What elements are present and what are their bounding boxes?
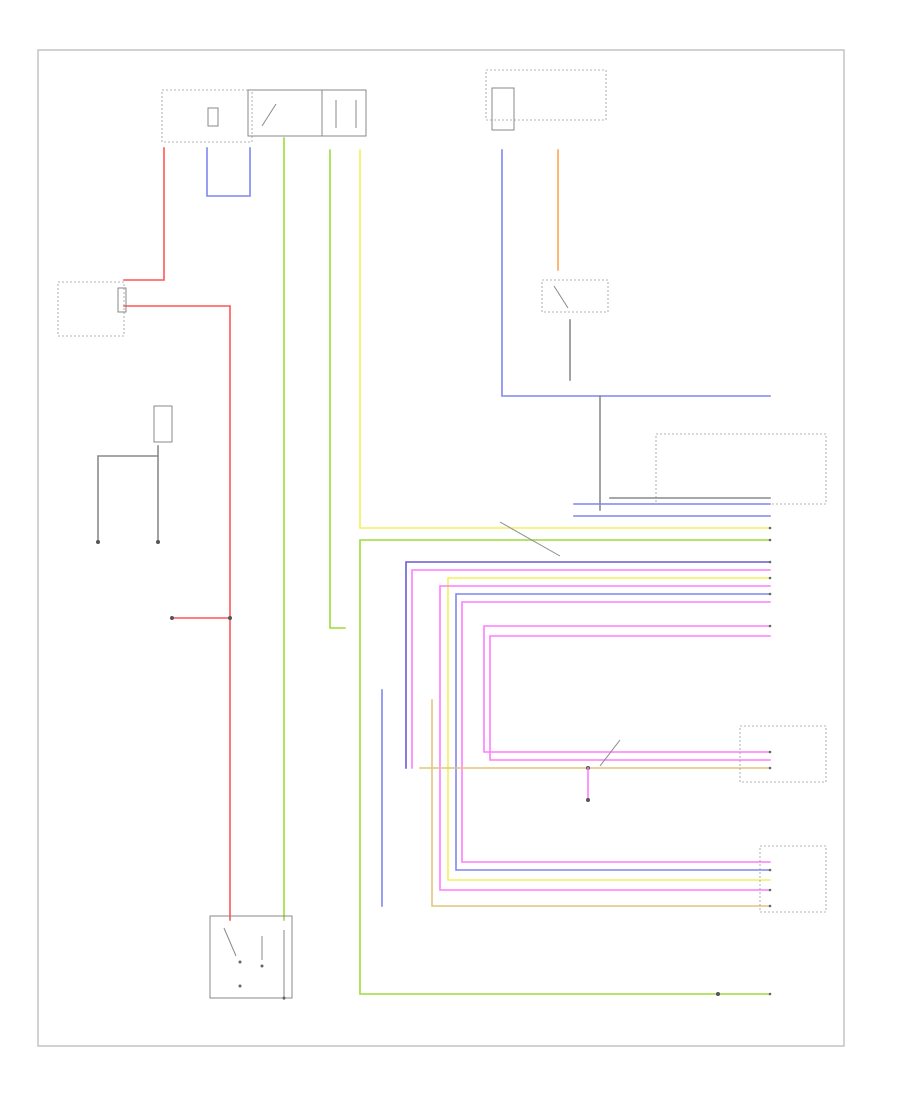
pin-marker <box>768 904 772 908</box>
wire-green-relay-coil <box>329 149 346 629</box>
pin-marker <box>768 576 772 580</box>
case-ground-connector-outline <box>759 845 827 913</box>
relay-coil <box>335 100 357 128</box>
wire-yellow-relay-control <box>359 149 771 529</box>
input-shaft-speed-sensor-outline <box>739 725 827 783</box>
ground-dot-left <box>96 540 100 544</box>
pin-marker <box>768 766 772 770</box>
interior-fuse-block-outline <box>485 69 607 121</box>
pin-marker <box>768 888 772 892</box>
brake-switch-outline <box>541 279 609 313</box>
fuse-block-outline <box>161 89 253 143</box>
hot-at-all-times-box <box>491 87 515 131</box>
ignition-switch-box <box>209 915 293 999</box>
wire-pink-pcm-4 <box>439 585 771 891</box>
ground-dot-right <box>156 540 160 544</box>
pin-marker <box>768 526 772 530</box>
wire-blue-brake-signal <box>501 149 771 397</box>
pin-marker <box>768 624 772 628</box>
high-current-fuse-outline <box>57 281 125 337</box>
ignition-switch-contacts <box>223 927 285 1000</box>
wire-pink-pcm-2 <box>411 569 771 769</box>
wire-yellow-pcm-3 <box>447 577 771 881</box>
clutch-splice <box>716 992 720 996</box>
wire-red-ignition-feed <box>123 305 231 921</box>
ignition-pin-4 <box>282 996 286 1000</box>
wire-pink-pcm-7 <box>483 625 771 753</box>
pin-marker <box>768 538 772 542</box>
wire-red-battery <box>123 147 165 281</box>
pin-marker <box>768 992 772 996</box>
tcm-note-pointer <box>499 521 561 557</box>
wire-blue-fuse-jumper <box>206 147 251 197</box>
battery-symbol <box>153 405 173 443</box>
pin-marker <box>768 868 772 872</box>
wire-gray-ground <box>97 455 159 543</box>
pin-marker <box>768 750 772 754</box>
brake-switch-contact <box>553 285 569 309</box>
high-current-fuse <box>117 287 127 313</box>
wire-blue-pcm-5 <box>455 593 771 871</box>
pin-marker <box>768 560 772 564</box>
pin-marker <box>768 592 772 596</box>
transmission-range-sensor-outline <box>655 433 827 505</box>
pcm-pin-markers <box>768 526 772 996</box>
diagram-frame <box>37 49 845 1047</box>
relay-switch <box>261 103 277 127</box>
starter-relay-box <box>247 89 367 137</box>
wire-pink-pcm-6 <box>461 601 771 863</box>
splice-dot-left <box>170 616 174 620</box>
wire-pink-pcm-8 <box>489 635 771 761</box>
fuse-top-element <box>207 107 219 127</box>
ignition-pin-1 <box>238 960 242 964</box>
wire-violet-pcm-1 <box>405 561 771 769</box>
wire-tan-case-ground <box>431 699 771 907</box>
ignition-pin-3 <box>238 984 242 988</box>
shift-solenoid-pointer <box>599 739 621 767</box>
solenoid-ground-dot <box>586 798 590 802</box>
ignition-pin-2 <box>260 964 264 968</box>
wire-green-clutch-switch <box>359 539 771 995</box>
splice-dot <box>228 616 232 620</box>
